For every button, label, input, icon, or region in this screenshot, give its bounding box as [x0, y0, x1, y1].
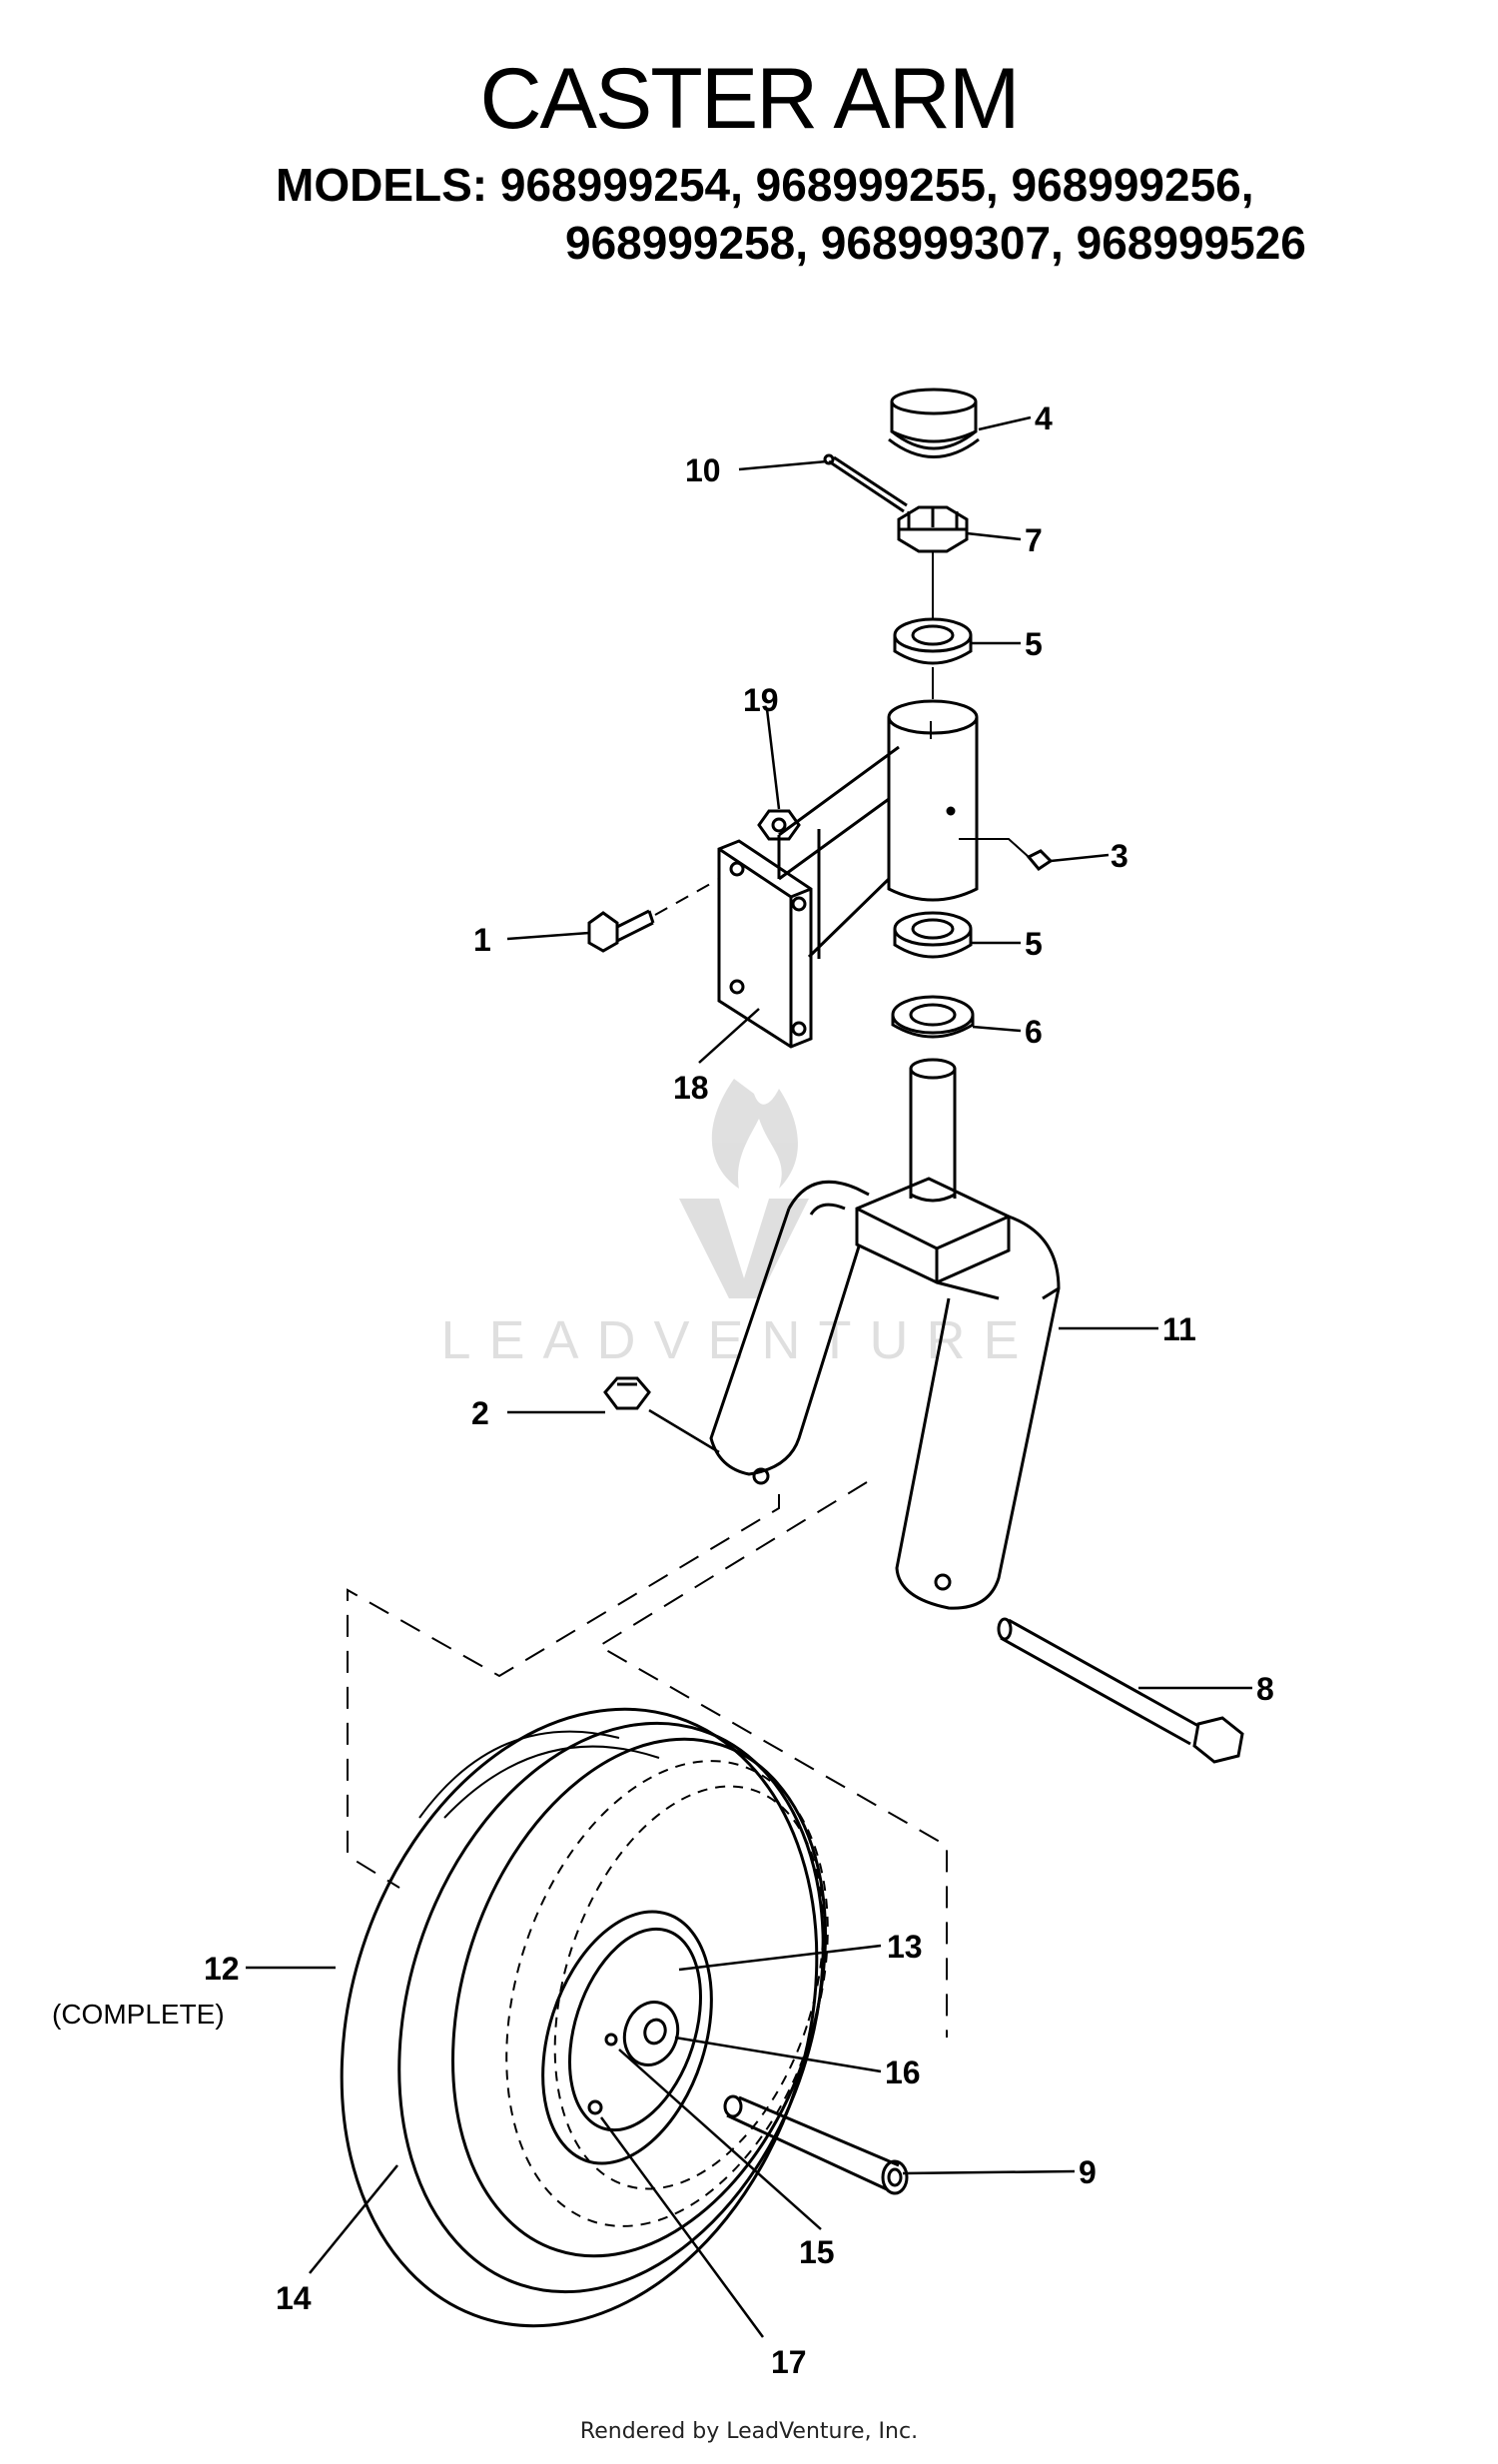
- bearing-lower-part-5: [893, 911, 973, 959]
- callout-5-upper: 5: [1025, 626, 1043, 662]
- mounting-plate-part-18: [717, 839, 813, 1049]
- callout-10: 10: [685, 452, 721, 488]
- callout-19: 19: [743, 682, 779, 718]
- callout-9: 9: [1079, 2154, 1097, 2190]
- callout-labels: 4 10 7 5 19 3 1 5 6 18 11 2 8 12 (COMPLE…: [52, 401, 1274, 2380]
- bolt-part-1: [587, 878, 720, 953]
- leader-lines: [246, 415, 1252, 2338]
- tire-part-14: [340, 1707, 819, 2328]
- valve-stem-part-17: [587, 2099, 603, 2115]
- callout-8: 8: [1256, 1671, 1274, 1707]
- rim-part-13: [541, 1910, 713, 2165]
- callout-4: 4: [1035, 401, 1053, 436]
- dust-cap-part-4: [888, 388, 980, 458]
- callout-11: 11: [1162, 1311, 1196, 1347]
- callout-13: 13: [887, 1929, 923, 1965]
- callout-15: 15: [799, 2234, 835, 2270]
- callout-3: 3: [1111, 838, 1128, 874]
- callout-6: 6: [1025, 1014, 1043, 1050]
- nut-part-2: [603, 1376, 651, 1410]
- footer-credit: Rendered by LeadVenture, Inc.: [579, 2419, 919, 2444]
- models-line-2: 968999258, 968999307, 968999526: [565, 217, 1306, 269]
- bearing-upper-part-5: [893, 617, 973, 665]
- callout-16: 16: [885, 2054, 921, 2090]
- callout-18: 18: [673, 1070, 709, 1106]
- callout-17: 17: [771, 2344, 807, 2380]
- axle-bolt-part-8: [997, 1617, 1244, 1764]
- callout-7: 7: [1025, 522, 1043, 558]
- hub-part-16: [622, 2001, 680, 2066]
- callout-2: 2: [471, 1395, 489, 1431]
- spacer-tube-part-9: [723, 2094, 909, 2195]
- models-line-1: MODELS: 968999254, 968999255, 968999256,: [276, 159, 1254, 211]
- assembly-guide-lines: [347, 1481, 948, 2038]
- cotter-pin-part-10: [823, 453, 908, 513]
- grease-fitting-part-3: [959, 838, 1054, 871]
- caster-arm-weldment: [717, 699, 979, 1049]
- wheel-assembly-part-12: [340, 1707, 829, 2328]
- watermark: LEADVENTURE: [440, 1079, 1037, 1370]
- callout-14: 14: [276, 2280, 312, 2316]
- page-title: CASTER ARM: [479, 51, 1020, 147]
- callout-5-lower: 5: [1025, 926, 1043, 962]
- castle-nut-part-7: [897, 505, 969, 553]
- callout-12-note: (COMPLETE): [52, 1999, 225, 2030]
- seal-part-6: [891, 995, 975, 1039]
- watermark-text: LEADVENTURE: [440, 1310, 1037, 1370]
- callout-12: 12: [204, 1951, 240, 1987]
- grease-fitting-part-15: [604, 2033, 618, 2047]
- nut-part-19: [757, 809, 801, 841]
- callout-1: 1: [473, 922, 491, 958]
